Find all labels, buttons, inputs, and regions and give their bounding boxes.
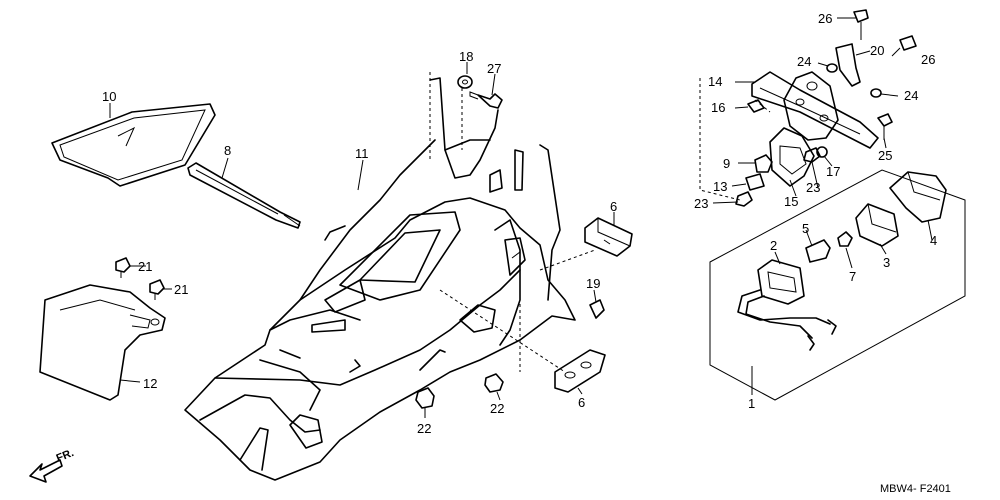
part-9-grommet [754, 154, 773, 173]
callout-23-upper: 23 [806, 180, 820, 195]
part-24-nut-a [826, 63, 838, 73]
part-18-washer [457, 75, 473, 89]
callout-15: 15 [784, 194, 798, 209]
part-7-bulb [837, 231, 853, 247]
callout-6-upper: 6 [610, 199, 617, 214]
part-10-cover-sheet [51, 103, 216, 187]
part-24-nut-b [870, 88, 882, 98]
callout-25: 25 [878, 148, 892, 163]
part-16-screw [747, 99, 765, 113]
part-12-splash-guard [39, 284, 166, 401]
callout-8: 8 [224, 143, 231, 158]
callout-13: 13 [713, 179, 727, 194]
part-2-base-with-wiring [737, 259, 837, 351]
callout-6-lower: 6 [578, 395, 585, 410]
part-13-collar [745, 173, 765, 191]
callout-19: 19 [586, 276, 600, 291]
part-8-strap [187, 162, 301, 229]
callout-24-a: 24 [797, 54, 811, 69]
leader-lines [109, 17, 933, 418]
part-17-washer [816, 146, 828, 158]
callout-4: 4 [930, 233, 937, 248]
callout-9: 9 [723, 156, 730, 171]
part-26-bolt-top [853, 9, 869, 40]
callout-20: 20 [870, 43, 884, 58]
lamp-assembly-box [709, 169, 966, 401]
callout-21-b: 21 [174, 282, 188, 297]
part-14-rubber-mount [751, 71, 879, 149]
part-21-screw-b [149, 279, 165, 300]
callout-14: 14 [708, 74, 722, 89]
part-15-reflector-plate [769, 127, 815, 187]
part-21-screw-a [115, 257, 131, 278]
callout-26-top: 26 [818, 11, 832, 26]
callout-labels: 10 8 11 18 27 6 6 19 21 21 12 22 22 14 1… [102, 11, 937, 436]
callout-27: 27 [487, 61, 501, 76]
part-20-stay [835, 43, 861, 87]
part-6-lower-pad [554, 349, 606, 393]
callout-16: 16 [711, 100, 725, 115]
front-direction-indicator: FR. [29, 447, 76, 483]
part-27-bolt [469, 91, 503, 109]
part-3-housing [855, 203, 899, 247]
part-19-clip [589, 299, 605, 319]
part-4-lens [889, 171, 947, 223]
callout-26-right: 26 [921, 52, 935, 67]
callout-22-left: 22 [417, 421, 431, 436]
callout-22-right: 22 [490, 401, 504, 416]
part-5-socket [805, 239, 831, 263]
callout-5: 5 [802, 221, 809, 236]
license-bracket [783, 71, 839, 141]
part-25-screw [877, 113, 893, 140]
part-26-bolt-right [891, 35, 917, 57]
part-22-nut-left [415, 387, 435, 409]
callout-11: 11 [355, 146, 369, 161]
callout-7: 7 [849, 269, 856, 284]
part-23-nut-upper [803, 147, 821, 163]
callout-23-lower: 23 [694, 196, 708, 211]
part-22-nut-right [484, 373, 504, 393]
callout-18: 18 [459, 49, 473, 64]
diagram-code: MBW4- F2401 [880, 483, 951, 495]
callout-24-b: 24 [904, 88, 918, 103]
part-11-rear-fender [184, 77, 576, 481]
callout-3: 3 [883, 255, 890, 270]
callout-12: 12 [143, 376, 157, 391]
callout-2: 2 [770, 238, 777, 253]
callout-1: 1 [748, 396, 755, 411]
callout-21-a: 21 [138, 259, 152, 274]
part-6-upper-pad [584, 217, 633, 257]
callout-10: 10 [102, 89, 116, 104]
direction-label: FR. [55, 447, 76, 465]
part-23-nut-lower [735, 191, 753, 207]
callout-17: 17 [826, 164, 840, 179]
